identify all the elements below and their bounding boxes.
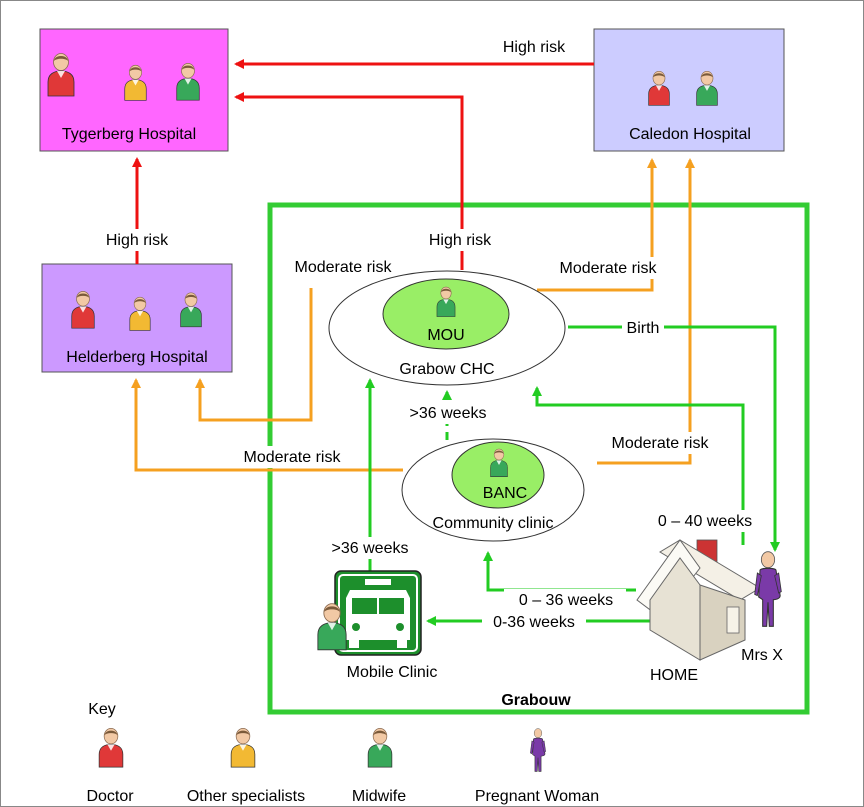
- clinic-caledon-moderate-label: Moderate risk: [612, 435, 710, 452]
- grabouw-region-label: Grabouw: [501, 692, 571, 709]
- legend: Key Doctor Other specialists Midwife Pre…: [86, 701, 599, 805]
- tygerberg-hospital: Tygerberg Hospital: [39, 28, 229, 152]
- helderberg-hospital: Helderberg Hospital: [41, 263, 233, 373]
- chc-helderberg-moderate-label: Moderate risk: [295, 259, 393, 276]
- legend-item-midwife: Midwife: [352, 788, 406, 805]
- mobile-chc-weeks-label: >36 weeks: [332, 540, 409, 557]
- bus-icon: [346, 579, 410, 648]
- tygerberg-label: Tygerberg Hospital: [62, 126, 196, 143]
- helderberg-label: Helderberg Hospital: [66, 349, 207, 366]
- home: HOME Mrs X: [636, 539, 783, 684]
- home-woman-weeks-label: 0 – 40 weeks: [658, 513, 752, 530]
- mobile-clinic-label: Mobile Clinic: [347, 664, 438, 681]
- clinic-helderberg-moderate-label: Moderate risk: [244, 449, 342, 466]
- home-mobile-weeks-label: 0-36 weeks: [493, 614, 575, 631]
- mou-label: MOU: [427, 327, 464, 344]
- grabow-chc: MOU Grabow CHC: [328, 270, 566, 386]
- community-clinic: BANC Community clinic: [401, 438, 585, 542]
- banc-label: BANC: [483, 485, 527, 502]
- chc-high-risk-label: High risk: [429, 232, 492, 249]
- moderate-risk-arrows: [131, 158, 695, 472]
- caledon-hospital: Caledon Hospital: [593, 28, 785, 152]
- clinic-name-label: Community clinic: [433, 515, 554, 532]
- mobile-clinic: Mobile Clinic: [317, 570, 438, 681]
- caledon-high-risk-label: High risk: [503, 39, 566, 56]
- legend-item-other-specialists: Other specialists: [187, 788, 305, 805]
- helderberg-high-risk-label: High risk: [106, 232, 169, 249]
- birth-label: Birth: [627, 320, 660, 337]
- house-icon: [636, 539, 761, 661]
- caledon-label: Caledon Hospital: [629, 126, 751, 143]
- chc-name-label: Grabow CHC: [399, 361, 494, 378]
- home-label: HOME: [650, 667, 698, 684]
- legend-item-doctor: Doctor: [86, 788, 134, 805]
- clinic-chc-weeks-label: >36 weeks: [410, 405, 487, 422]
- chc-caledon-moderate-label: Moderate risk: [560, 260, 658, 277]
- mrs-x-label: Mrs X: [741, 647, 783, 664]
- home-clinic-weeks-label: 0 – 36 weeks: [519, 592, 613, 609]
- legend-item-pregnant-woman: Pregnant Woman: [475, 788, 599, 805]
- legend-title: Key: [88, 701, 116, 718]
